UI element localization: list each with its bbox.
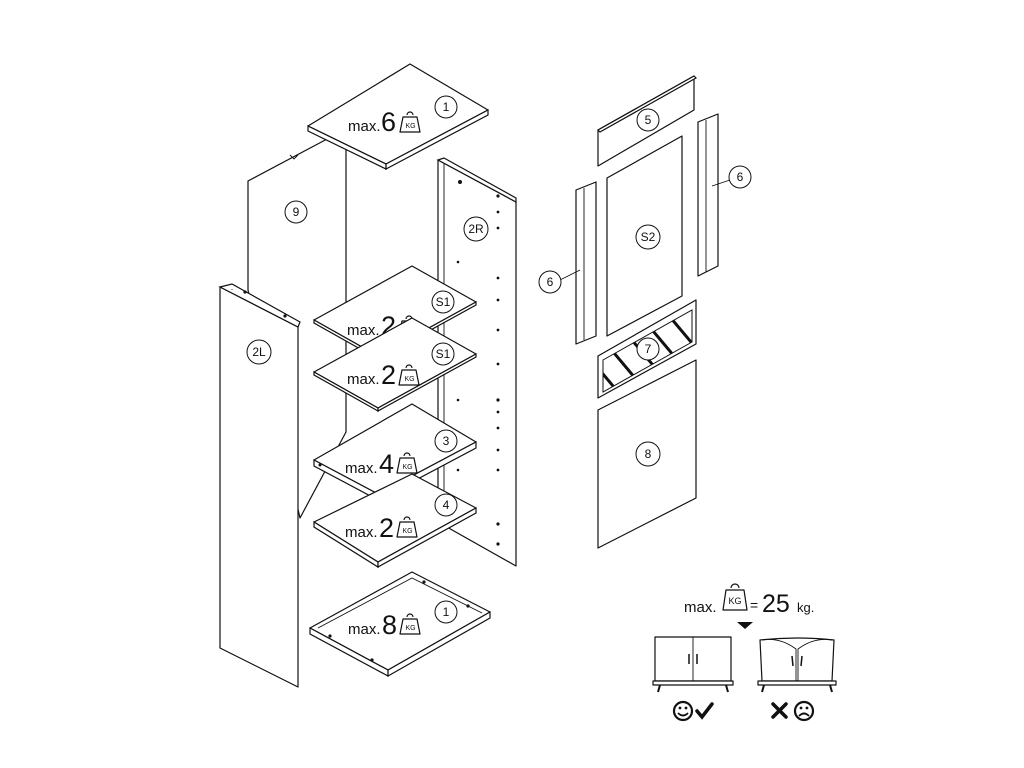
left-side-panel: 2L <box>218 283 301 688</box>
door-lower-panel: 8 <box>597 359 697 549</box>
svg-text:KG: KG <box>405 123 415 130</box>
glass-door-panel: S2 <box>606 135 683 337</box>
part-label-s1-upper: S1 <box>436 295 451 309</box>
cross-icon <box>771 702 788 719</box>
bottom-panel: max. 8 KG 1 <box>309 571 491 678</box>
load-value-bottom: 8 <box>382 610 397 640</box>
load-prefix-bottom: max. <box>348 621 381 638</box>
part-label-7: 7 <box>645 342 652 356</box>
right-side-panel: 2R <box>436 157 517 567</box>
glass-shelf-lower: max. 2 KG S1 <box>313 317 477 413</box>
check-icon <box>695 702 714 720</box>
svg-text:KG: KG <box>405 625 415 632</box>
door-stile-left: 6 <box>538 181 597 345</box>
load-prefix-glass-upper: max. <box>347 322 380 339</box>
part-label-6-right: 6 <box>737 170 744 184</box>
load-prefix-shelf-middle: max. <box>345 460 378 477</box>
part-label-6-left: 6 <box>547 275 554 289</box>
cabinet-correct-icon <box>652 636 734 693</box>
load-value-shelf-lower: 2 <box>379 513 394 543</box>
weight-icon: KG <box>396 452 418 474</box>
part-label-2l: 2L <box>252 345 266 359</box>
smiley-sad-icon <box>793 700 815 722</box>
part-label-2r: 2R <box>468 222 484 236</box>
door-load-note: max. KG = 25 kg. <box>684 583 814 629</box>
part-label-s1-lower: S1 <box>436 347 451 361</box>
shelf-lower: max. 2 KG 4 <box>313 473 477 569</box>
weight-icon: KG <box>396 516 418 538</box>
door-load-equals: = <box>750 597 758 613</box>
door-decor-panel: 7 <box>597 299 697 399</box>
load-value-top: 6 <box>381 107 396 137</box>
part-label-4: 4 <box>443 498 450 512</box>
part-label-1-bottom: 1 <box>443 605 450 619</box>
part-label-8: 8 <box>645 447 652 461</box>
smiley-happy-icon <box>672 700 694 722</box>
arrow-down-icon <box>737 622 753 629</box>
load-prefix-glass-lower: max. <box>347 371 380 388</box>
door-load-prefix: max. <box>684 599 717 616</box>
cabinet-sagging-icon <box>757 637 837 693</box>
door-load-value: 25 <box>762 590 790 618</box>
load-prefix-top: max. <box>348 118 381 135</box>
part-label-s2: S2 <box>641 230 656 244</box>
weight-icon: KG <box>399 111 421 133</box>
load-value-glass-lower: 2 <box>381 360 396 390</box>
part-label-9: 9 <box>293 205 300 219</box>
load-value-shelf-middle: 4 <box>379 449 394 479</box>
top-panel: max. 6 KG 1 <box>307 63 489 170</box>
part-label-1-top: 1 <box>443 100 450 114</box>
weight-icon: KG <box>399 613 421 635</box>
door-top-rail: 5 <box>597 75 697 167</box>
door-load-unit: kg. <box>797 600 814 615</box>
svg-text:KG: KG <box>728 596 741 606</box>
part-label-5: 5 <box>645 113 652 127</box>
svg-text:KG: KG <box>402 528 412 535</box>
svg-text:KG: KG <box>404 376 414 383</box>
load-prefix-shelf-lower: max. <box>345 524 378 541</box>
svg-text:KG: KG <box>402 464 412 471</box>
weight-icon: KG <box>398 364 420 386</box>
weight-icon: KG <box>722 583 748 611</box>
door-stile-right: 6 <box>697 113 752 277</box>
part-label-3: 3 <box>443 434 450 448</box>
